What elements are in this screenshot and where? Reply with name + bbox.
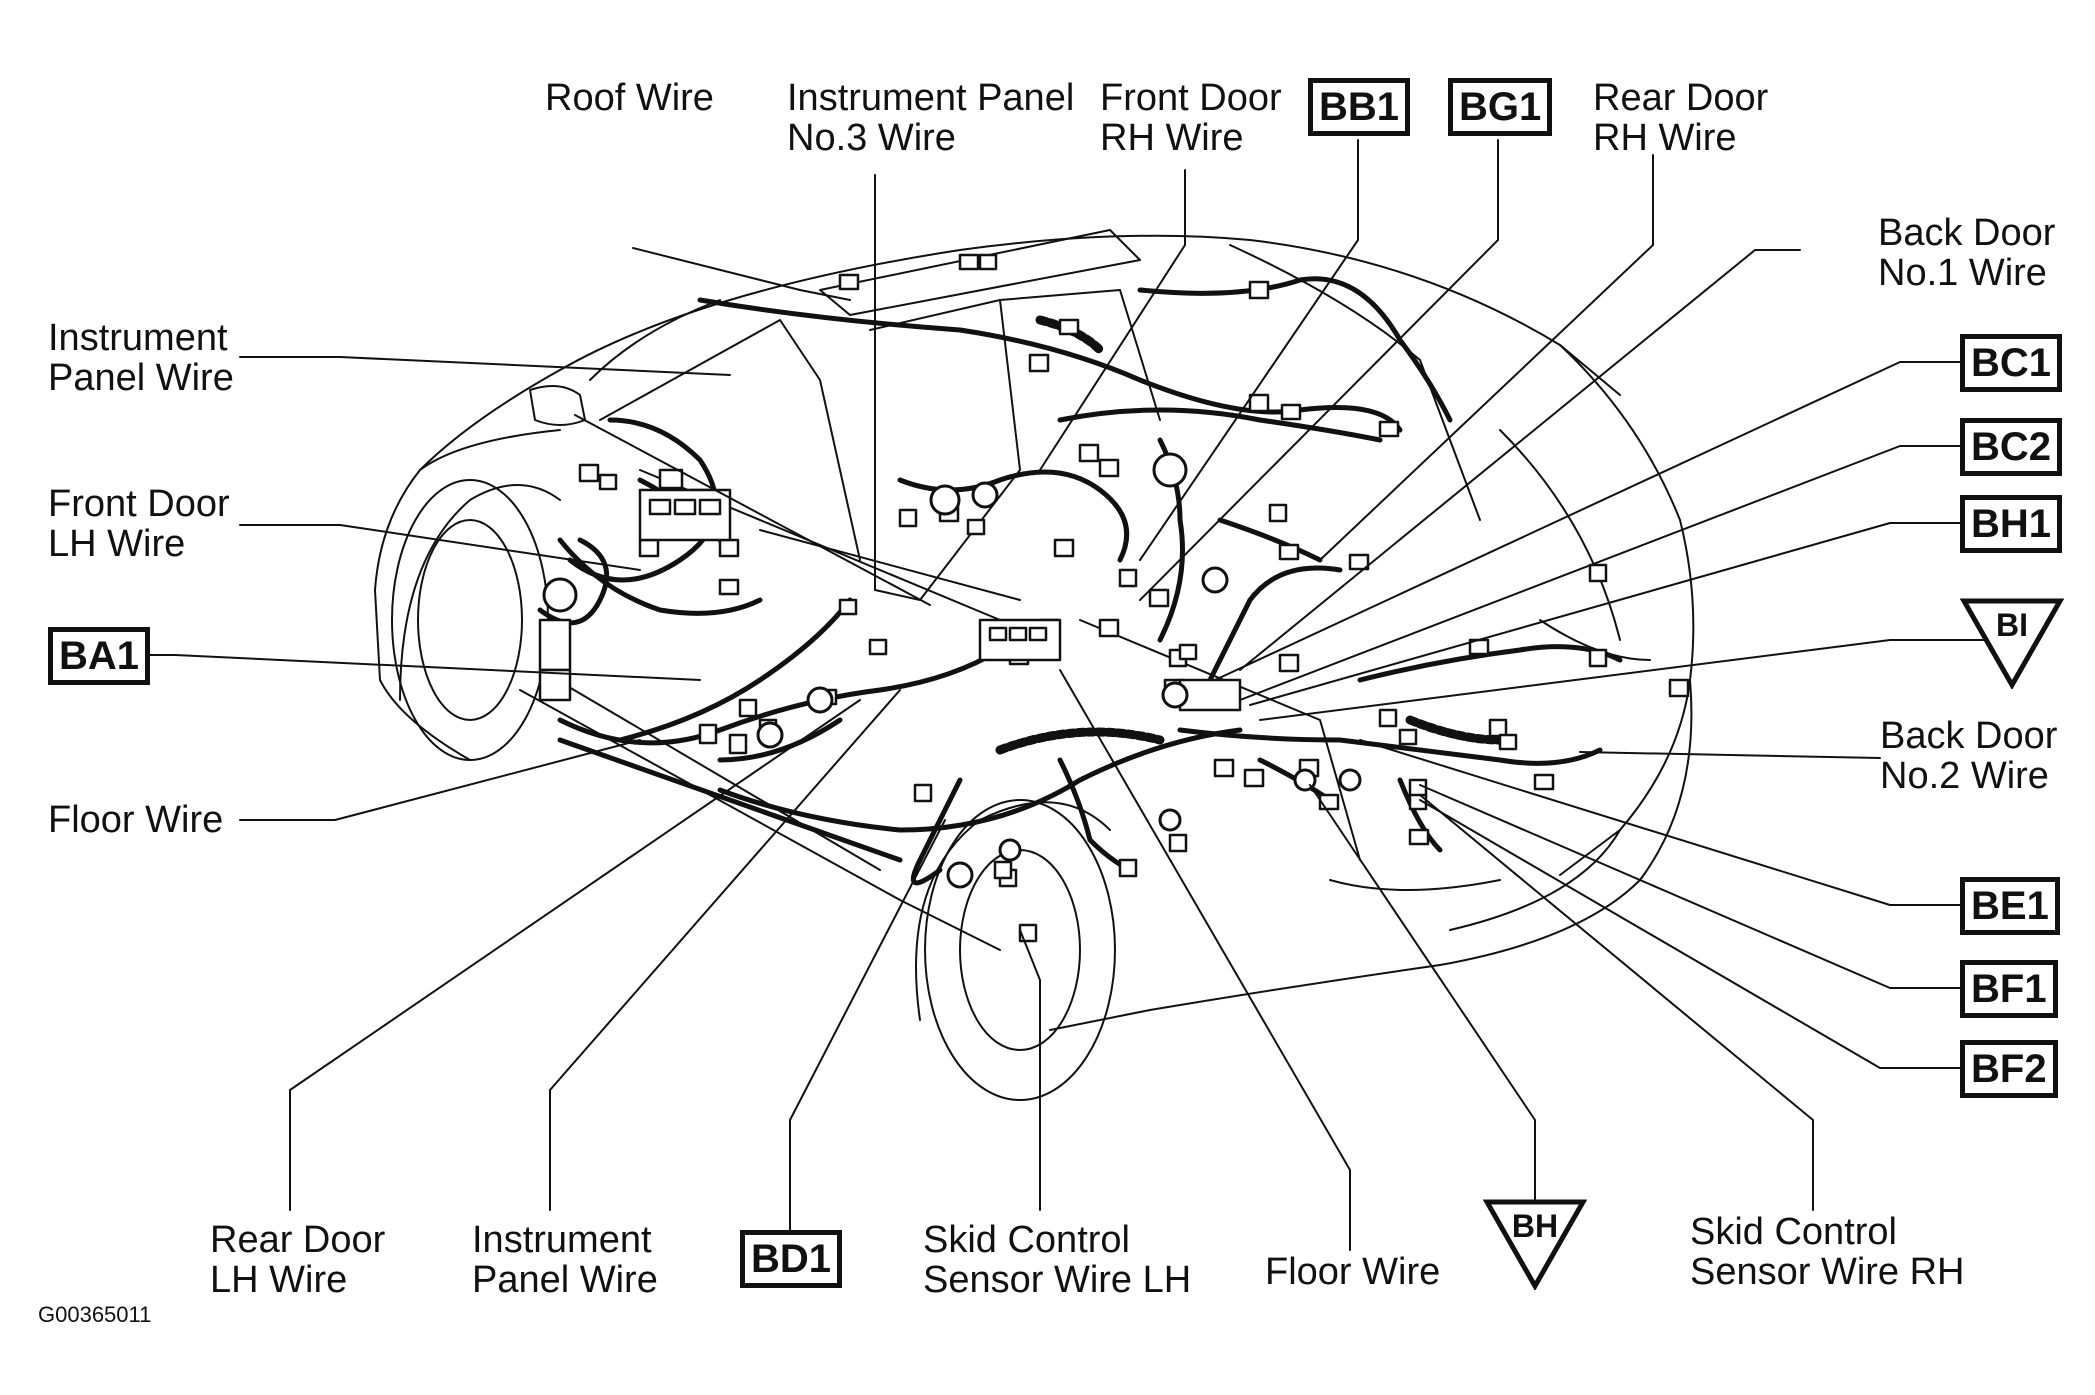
floor-wire-bottom-label: Floor Wire: [1265, 1251, 1441, 1293]
instrument-panel-wire-bottom-label: Instrument Panel Wire: [472, 1219, 658, 1301]
instrument-panel-wire-top-label: Instrument Panel Wire: [48, 317, 234, 399]
connector-bh1: BH1: [1960, 495, 2063, 553]
floor-wire-left-label: Floor Wire: [48, 799, 224, 841]
connector-blocks: [543, 253, 1690, 943]
rear-door-lh-wire-label: Rear Door LH Wire: [210, 1219, 386, 1301]
rear-door-rh-wire-label: Rear Door RH Wire: [1593, 77, 1769, 159]
wire-harnesses: [537, 276, 1623, 886]
triangle-label-bh: BH: [1511, 1208, 1559, 1244]
connector-bb1: BB1: [1308, 78, 1411, 136]
connector-be1: BE1: [1960, 877, 2060, 935]
connector-bg1: BG1: [1448, 78, 1553, 136]
connector-bd1: BD1: [740, 1230, 843, 1288]
back-door-no1-wire-label: Back Door No.1 Wire: [1878, 212, 2056, 294]
connector-bf2: BF2: [1960, 1040, 2058, 1098]
connector-bc2: BC2: [1960, 418, 2063, 476]
triangle-marker-bi: BI: [1960, 597, 2064, 689]
instrument-panel-no3-wire-label: Instrument Panel No.3 Wire: [787, 77, 1075, 159]
triangle-marker-bh: BH: [1483, 1198, 1587, 1290]
back-door-no2-wire-label: Back Door No.2 Wire: [1880, 715, 2058, 797]
skid-control-sensor-wire-lh-label: Skid Control Sensor Wire LH: [923, 1219, 1192, 1301]
skid-control-sensor-wire-rh-label: Skid Control Sensor Wire RH: [1690, 1211, 1965, 1293]
triangle-label-bi: BI: [1996, 607, 2028, 643]
connector-bf1: BF1: [1960, 960, 2058, 1018]
connector-ba1: BA1: [48, 627, 151, 685]
figure-reference-code: G00365011: [38, 1302, 152, 1327]
roof-wire-label: Roof Wire: [545, 77, 714, 119]
front-door-rh-wire-label: Front Door RH Wire: [1100, 77, 1282, 159]
grommets: [542, 452, 1362, 889]
corrugated-harness: [995, 315, 1505, 755]
connector-bc1: BC1: [1960, 334, 2063, 392]
front-door-lh-wire-label: Front Door LH Wire: [48, 483, 230, 565]
leader-lines: [144, 139, 1989, 1251]
